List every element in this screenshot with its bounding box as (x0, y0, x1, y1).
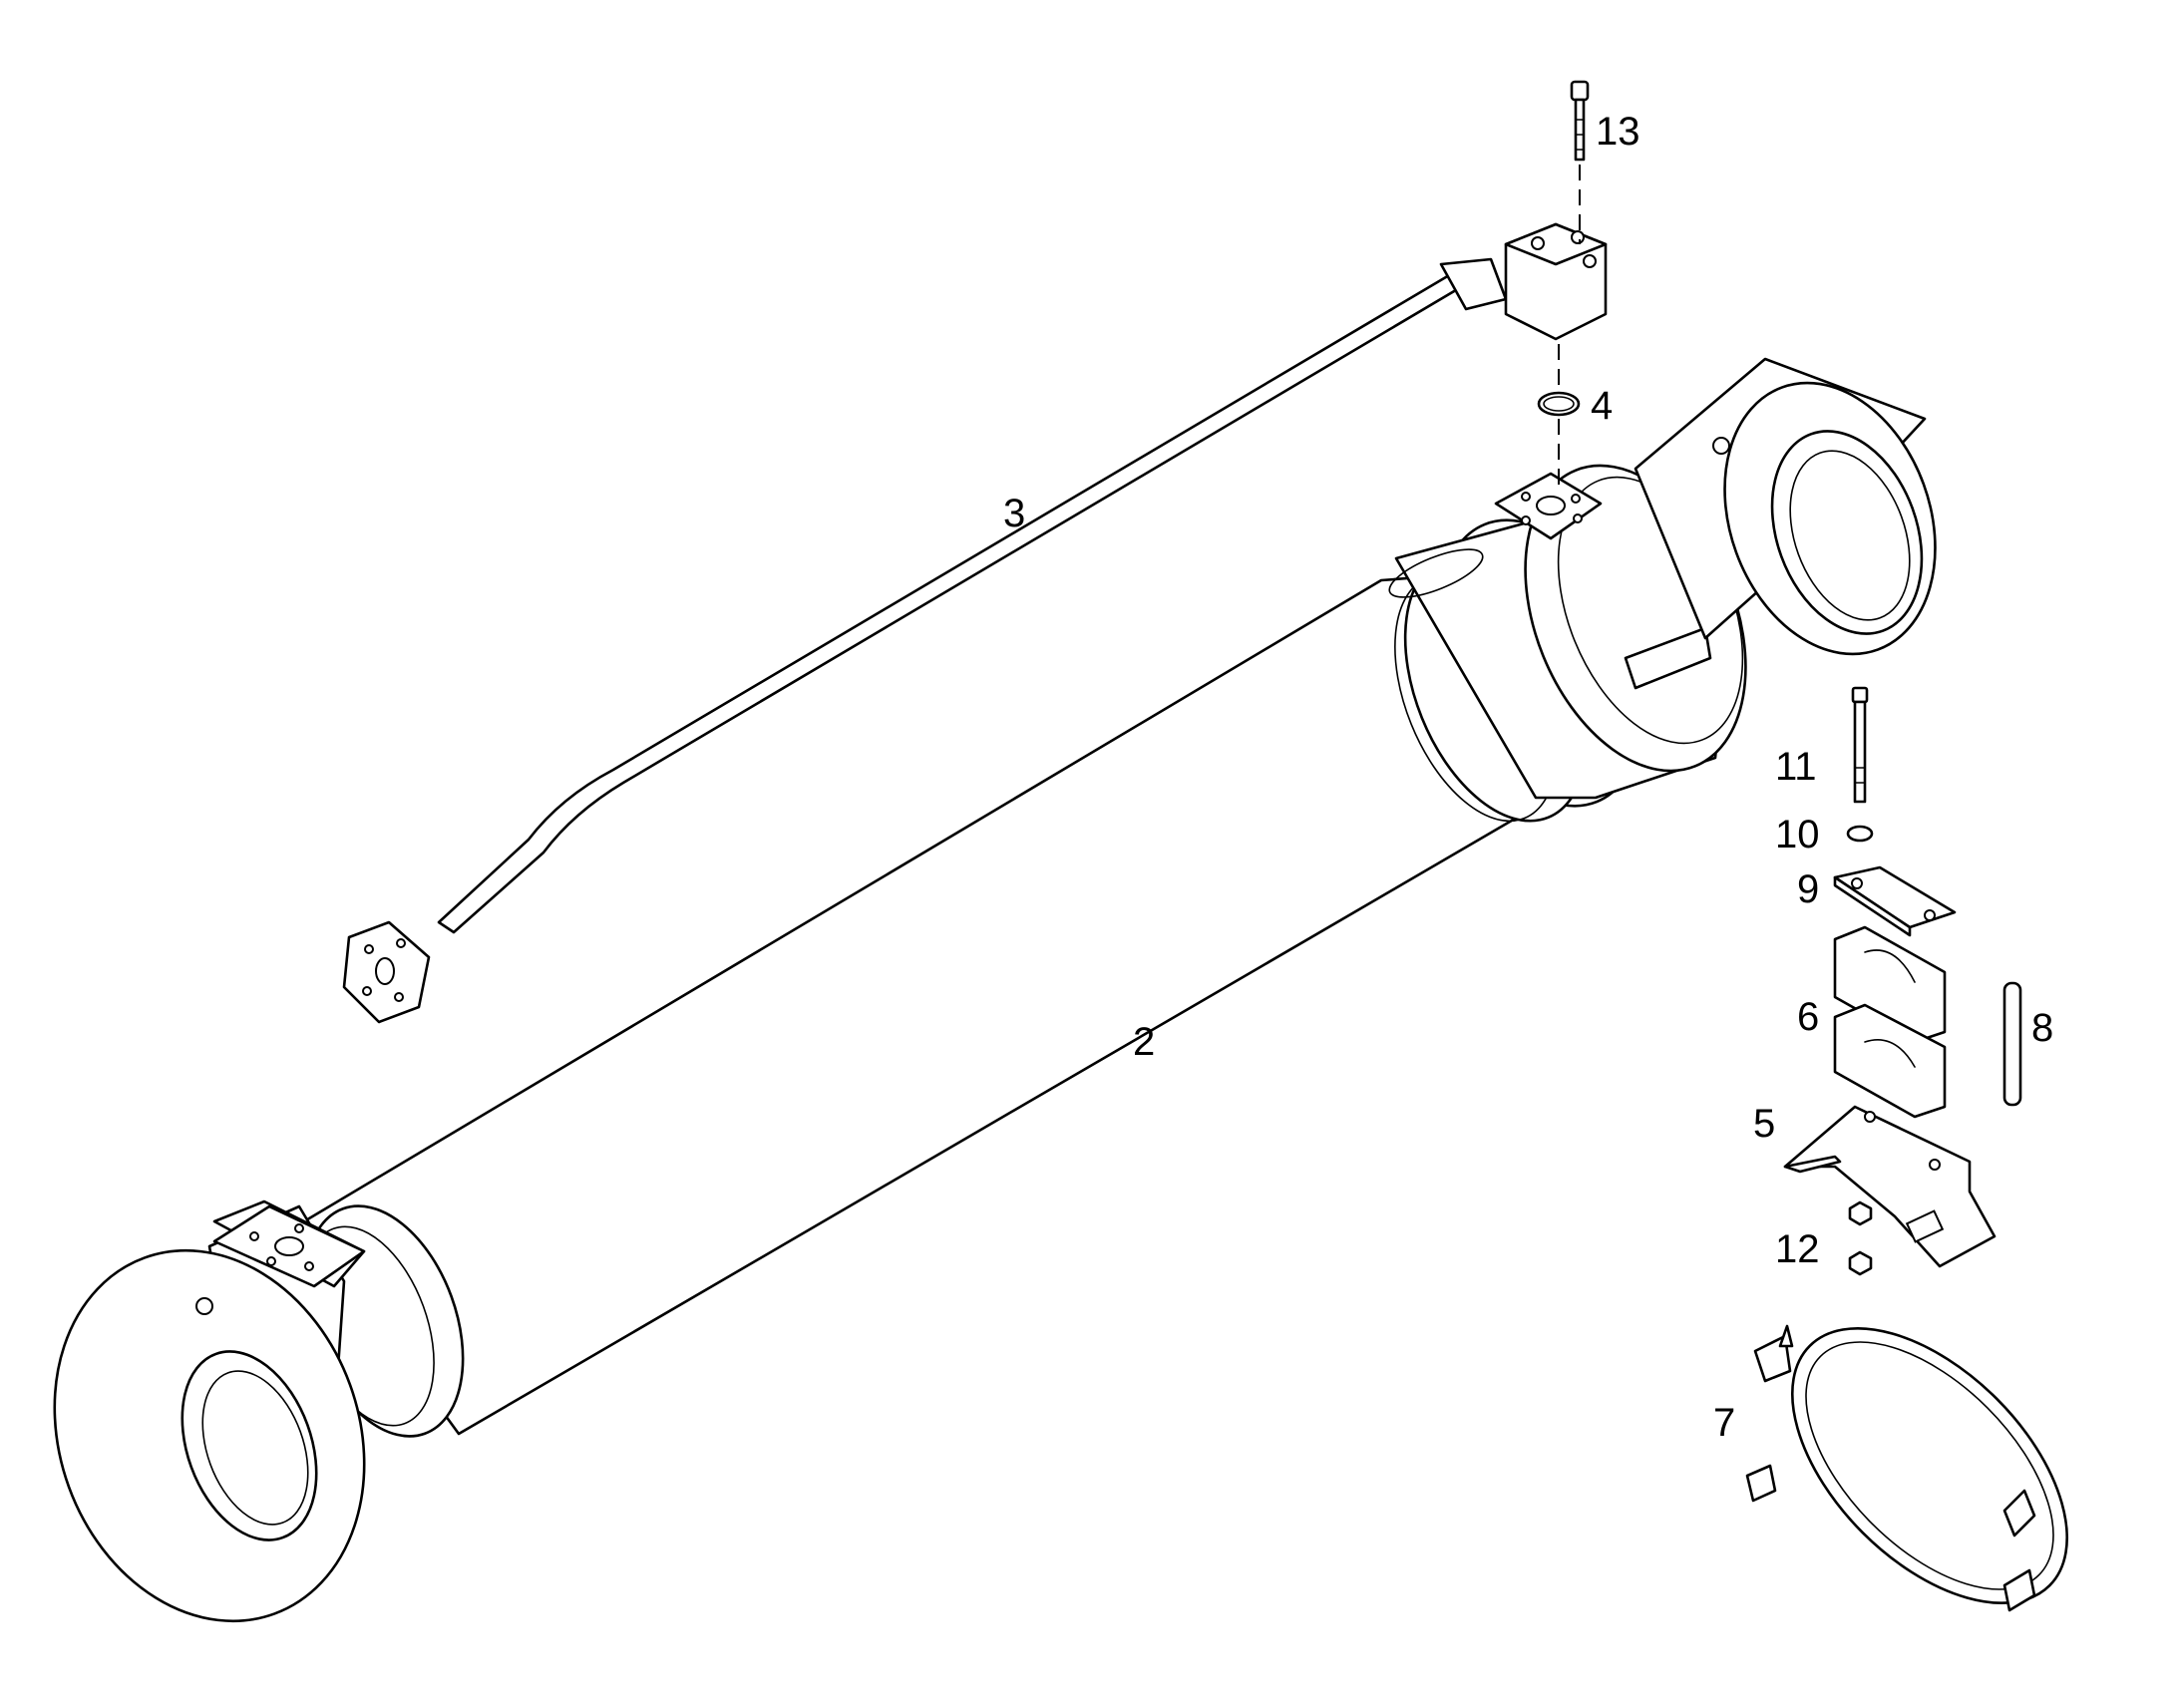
clamp-band (1745, 1324, 2069, 1612)
plate (1833, 865, 1957, 937)
washer (1846, 825, 1874, 843)
callout-5: 5 (1753, 1102, 1775, 1146)
callout-8: 8 (2031, 1006, 2053, 1050)
callout-12: 12 (1775, 1227, 1820, 1271)
callout-labels: 13 4 3 2 11 10 9 6 8 5 12 7 (1003, 110, 2053, 1445)
hydraulic-tube (342, 222, 1608, 1024)
tube-top-fitting (1439, 257, 1508, 311)
callout-13: 13 (1596, 110, 1640, 154)
base-eye (53, 1199, 465, 1623)
assembly-lines (1558, 165, 1581, 494)
clamp-halves (1833, 925, 1947, 1119)
tube-body (437, 269, 1468, 934)
callout-4: 4 (1591, 384, 1613, 428)
cap-screw (1570, 80, 1590, 162)
callout-3: 3 (1003, 492, 1025, 535)
bracket (1783, 1105, 1997, 1268)
callout-2: 2 (1133, 1020, 1155, 1064)
callout-10: 10 (1775, 813, 1820, 856)
hydraulic-cylinder (53, 357, 1937, 1623)
callout-11: 11 (1775, 745, 1817, 789)
callout-9: 9 (1797, 867, 1819, 911)
rod-eye (1634, 357, 1937, 656)
o-ring (1537, 391, 1581, 417)
callout-6: 6 (1797, 995, 1819, 1039)
nuts (1848, 1200, 1873, 1276)
cylinder-head-gland (1388, 464, 1747, 823)
bolt (1851, 686, 1869, 804)
pin (2002, 981, 2022, 1107)
callout-7: 7 (1713, 1401, 1735, 1445)
